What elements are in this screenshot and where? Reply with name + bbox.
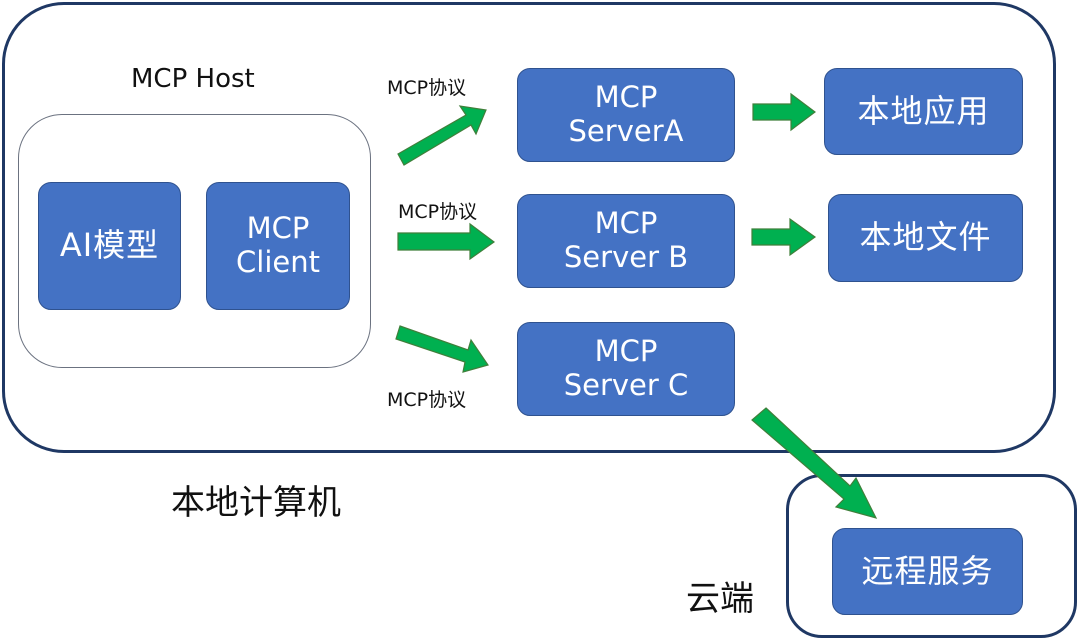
ai-model-label: AI模型 [59, 226, 160, 265]
local-computer-label: 本地计算机 [171, 483, 341, 523]
mcp-server-c-label-line2: Server C [563, 368, 689, 402]
mcp-client-node: MCP Client [206, 182, 350, 310]
remote-service-label: 远程服务 [861, 551, 994, 590]
mcp-server-b-node: MCP Server B [517, 194, 735, 288]
mcp-server-b-label-line1: MCP [594, 206, 658, 241]
remote-service-node: 远程服务 [832, 528, 1023, 615]
local-file-node: 本地文件 [828, 194, 1023, 282]
local-app-node: 本地应用 [824, 68, 1023, 155]
mcp-host-frame [18, 114, 371, 368]
cloud-frame [786, 474, 1077, 638]
cloud-label: 云端 [686, 579, 754, 619]
mcp-server-a-node: MCP ServerA [517, 68, 735, 162]
mcp-server-a-label-line2: ServerA [568, 114, 684, 148]
mcp-server-c-node: MCP Server C [517, 322, 735, 416]
protocol-label-b: MCP协议 [398, 201, 478, 223]
local-computer-frame [2, 2, 1056, 453]
local-file-label: 本地文件 [859, 218, 992, 257]
mcp-client-label-line1: MCP [246, 211, 310, 246]
protocol-label-c: MCP协议 [387, 389, 467, 411]
local-app-label: 本地应用 [857, 91, 990, 130]
ai-model-node: AI模型 [38, 182, 181, 310]
protocol-label-a: MCP协议 [387, 77, 467, 99]
mcp-client-label-line2: Client [236, 245, 320, 279]
mcp-server-a-label-line1: MCP [594, 80, 658, 115]
mcp-host-label: MCP Host [131, 64, 255, 94]
mcp-server-b-label-line2: Server B [563, 240, 689, 274]
mcp-server-c-label-line1: MCP [594, 334, 658, 369]
